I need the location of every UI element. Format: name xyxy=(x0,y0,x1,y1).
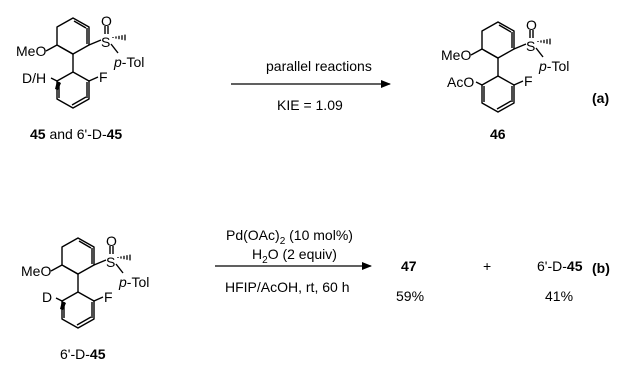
reactant-b-methyl-hash-wedge xyxy=(117,254,131,261)
compound-46-caption: 46 xyxy=(490,126,506,142)
sulfur-label: S xyxy=(101,34,111,50)
product-47-label: 47 xyxy=(401,258,417,274)
fluorine-label: F xyxy=(99,69,108,85)
reactant-a-structure xyxy=(45,17,119,109)
reactant-b-fluorine-label: F xyxy=(104,289,113,305)
arrow-a-top-label: parallel reactions xyxy=(266,58,372,74)
p-tolyl-label: p-Tol xyxy=(114,54,145,70)
kie-label: KIE = 1.09 xyxy=(277,97,343,113)
acetoxy-label: AcO xyxy=(447,74,475,90)
conditions-label: HFIP/AcOH, rt, 60 h xyxy=(225,279,350,295)
reactant-b-methoxy-label: MeO xyxy=(21,263,52,279)
deuterium-label: D xyxy=(42,289,53,305)
tag-a: (a) xyxy=(592,90,610,106)
product-sulfur-label: S xyxy=(526,38,536,54)
methyl-hash-wedge xyxy=(112,34,126,41)
reactant-b-p-tolyl-label: p-Tol xyxy=(119,274,150,290)
product-p-tolyl-label: p-Tol xyxy=(539,58,570,74)
reactant-b-oxygen-label: O xyxy=(106,233,117,249)
oxygen-label: O xyxy=(101,13,112,29)
catalyst-label: Pd(OAc)2 (10 mol%) xyxy=(226,227,353,247)
compound-6d45-caption: 6'-D-45 xyxy=(60,346,106,362)
compound-45-caption: 45 and 6'-D-45 xyxy=(30,126,123,142)
reactant-b-structure xyxy=(50,237,124,329)
yield-6d45: 41% xyxy=(545,288,574,304)
product-6d45-label: 6'-D-45 xyxy=(537,258,583,274)
deuterium-wedge-a xyxy=(55,81,61,90)
reactant-b-sulfur-label: S xyxy=(106,254,116,270)
yield-47: 59% xyxy=(396,288,425,304)
product-methoxy-label: MeO xyxy=(441,47,472,63)
product-methyl-hash-wedge xyxy=(537,38,551,45)
deuterium-hydrogen-label: D/H xyxy=(22,70,47,86)
plus-sign: + xyxy=(483,258,492,274)
deuterium-wedge-b xyxy=(60,301,66,310)
product-oxygen-label: O xyxy=(526,17,537,33)
tag-b: (b) xyxy=(592,260,610,276)
methoxy-label: MeO xyxy=(16,43,47,59)
product-a-structure xyxy=(470,21,544,113)
water-label: H2O (2 equiv) xyxy=(252,246,337,266)
product-fluorine-label: F xyxy=(524,73,533,89)
